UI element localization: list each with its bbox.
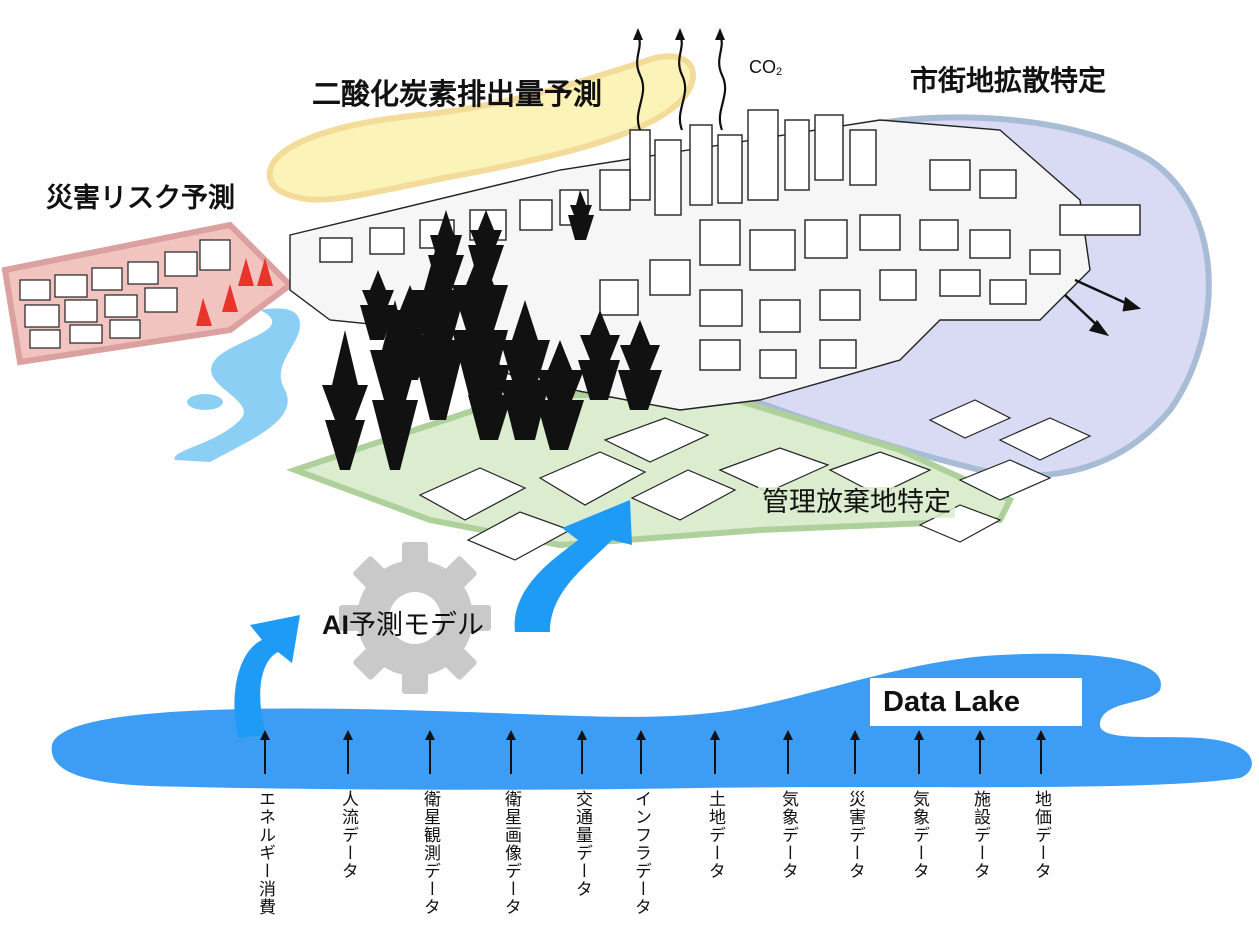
- ai-flow-arrows: [234, 500, 632, 738]
- data-lake-label: Data Lake: [883, 686, 1021, 718]
- data-source-arrow: [506, 730, 516, 774]
- data-source-label: 気象データ: [778, 790, 798, 880]
- data-source-label: 施設データ: [970, 790, 990, 880]
- co2-arrowheads: [633, 28, 725, 40]
- forest: [322, 190, 662, 470]
- data-source-arrow: [260, 730, 270, 774]
- data-source-label: 土地データ: [705, 790, 725, 880]
- urban-sprawl-label: 市街地拡散特定: [910, 64, 1107, 97]
- co2-label-main: CO: [749, 57, 776, 77]
- co2-label-sub: 2: [776, 66, 783, 78]
- sprawl-arrows: [1064, 278, 1142, 337]
- ai-model-label-suffix: 予測モデル: [349, 610, 484, 641]
- data-source-arrow: [1036, 730, 1046, 774]
- data-source-label: 衛星観測データ: [420, 790, 440, 916]
- data-source-arrow: [850, 730, 860, 774]
- data-source-arrow: [975, 730, 985, 774]
- data-source-arrow: [636, 730, 646, 774]
- data-source-arrow: [710, 730, 720, 774]
- data-source-label: 交通量データ: [572, 790, 592, 898]
- disaster-risk-label: 災害リスク予測: [46, 183, 235, 214]
- co2-label: CO2: [749, 58, 782, 78]
- data-source-label: インフラデータ: [631, 790, 651, 916]
- data-source-label: 衛星画像データ: [501, 790, 521, 916]
- data-source-label: エネルギー消費: [255, 790, 275, 916]
- gear-icon: [339, 542, 491, 694]
- data-lake-label-box: [870, 678, 1082, 726]
- data-source-arrow: [425, 730, 435, 774]
- pond: [187, 394, 223, 410]
- data-source-label: 人流データ: [338, 790, 358, 880]
- risk-zone-buildings: [19, 239, 231, 349]
- ai-model-label: AI予測モデル: [322, 603, 484, 642]
- data-source-label: 地価データ: [1031, 790, 1051, 880]
- traffic-cones: [196, 258, 273, 326]
- co2-arrows: [636, 34, 727, 131]
- ai-model-label-prefix: AI: [322, 610, 349, 640]
- data-source-arrow: [343, 730, 353, 774]
- data-source-label: 災害データ: [845, 790, 865, 880]
- data-source-arrow: [577, 730, 587, 774]
- co2-forecast-label: 二酸化炭素排出量予測: [312, 77, 603, 111]
- data-source-label: 気象データ: [909, 790, 929, 880]
- data-source-arrow: [783, 730, 793, 774]
- abandoned-land-label: 管理放棄地特定: [758, 487, 955, 518]
- river: [174, 308, 300, 462]
- abandoned-plots: [418, 399, 1092, 561]
- data-source-arrow: [914, 730, 924, 774]
